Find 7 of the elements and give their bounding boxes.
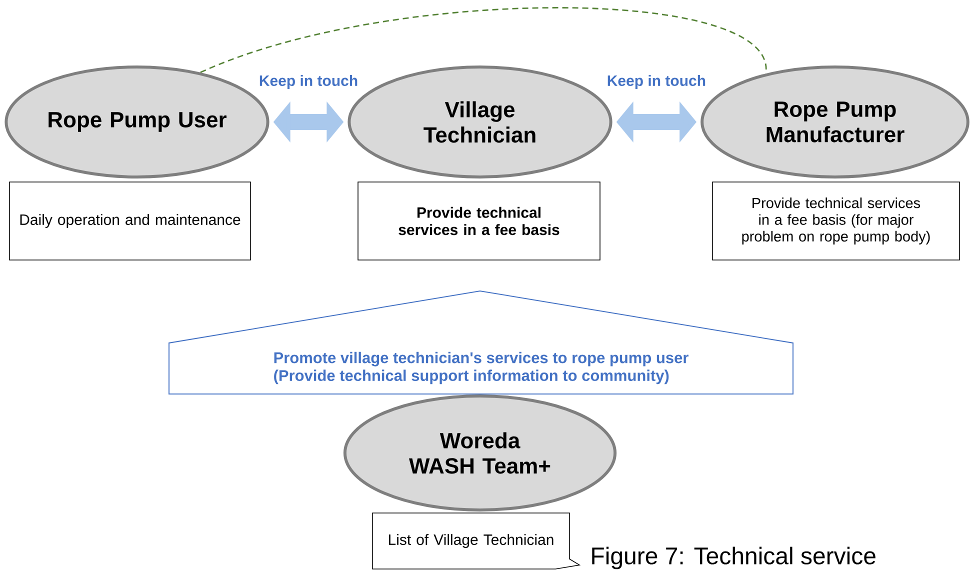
ellipse-node: Woreda WASH Team+ (343, 394, 617, 512)
text-box: Provide technical services in a fee basis (358, 182, 600, 260)
text-box: Daily operation and maintenance (9, 182, 251, 260)
text-box: Provide technical services in a fee basis (for major problem on rope pump body) (712, 182, 960, 260)
dashed-connector (200, 7, 766, 74)
caption: Figure 7: Technical service (592, 546, 876, 570)
callout-box: List of Village Technician (372, 512, 581, 570)
